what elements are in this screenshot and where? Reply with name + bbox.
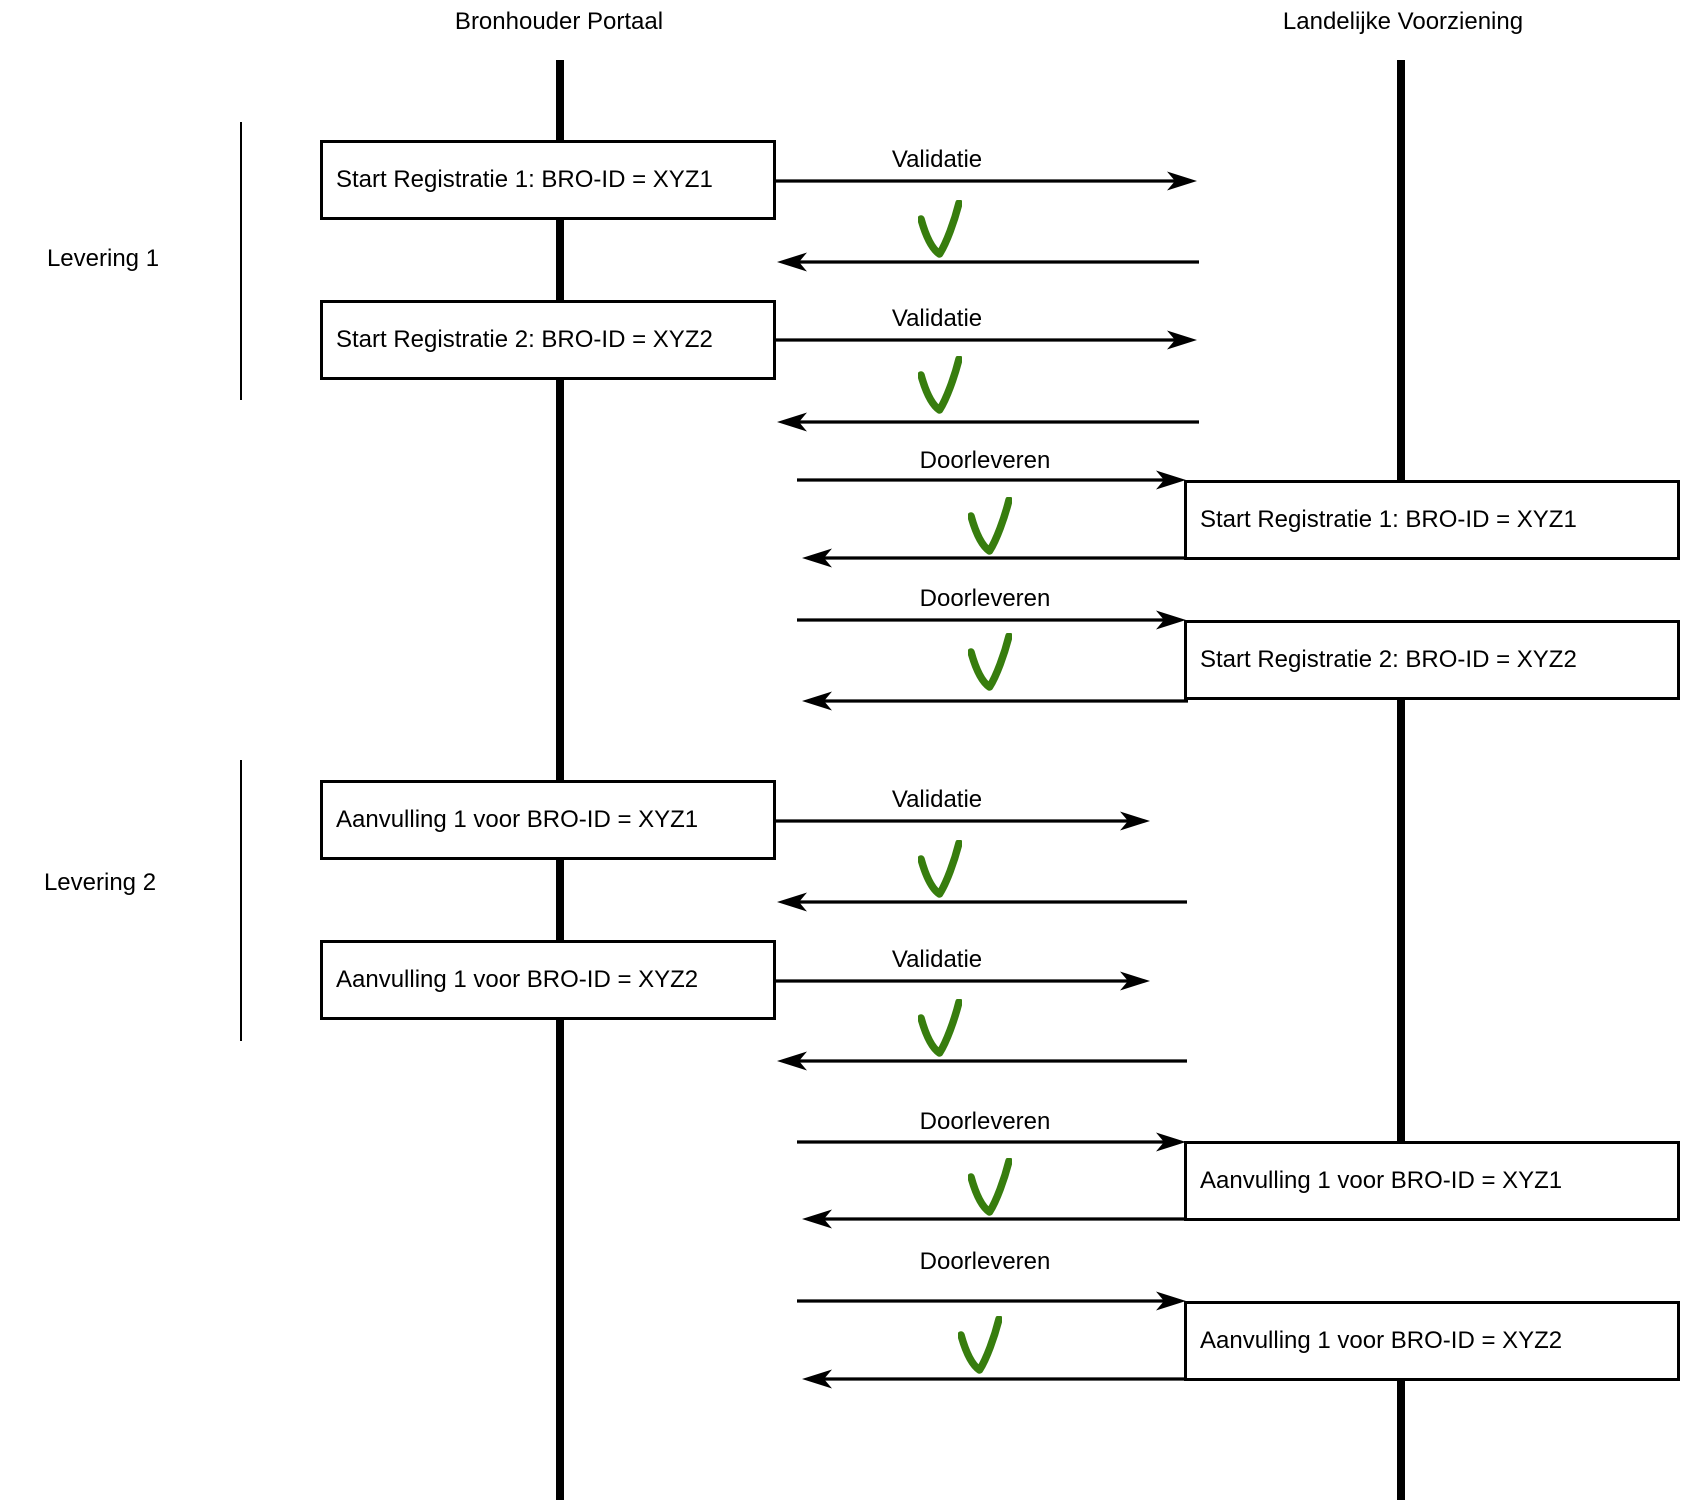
validatie-response-arrow-3 (777, 892, 1187, 912)
green-check-icon (968, 497, 1012, 555)
green-check-icon (918, 200, 962, 258)
validatie-response-arrow-1 (777, 252, 1199, 272)
green-check-icon (918, 840, 962, 898)
message-box-lv-start-registratie-1: Start Registratie 1: BRO-ID = XYZ1 (1184, 480, 1680, 560)
doorleveren-arrow-4 (797, 1291, 1186, 1311)
validatie-arrow-3 (774, 811, 1150, 831)
arrow-label-validatie-3: Validatie (891, 786, 983, 813)
group-label-levering-1: Levering 1 (46, 245, 160, 272)
validatie-arrow-2 (774, 330, 1197, 350)
arrow-label-doorleveren-4: Doorleveren (919, 1248, 1051, 1275)
doorleveren-response-arrow-3 (802, 1209, 1188, 1229)
message-box-lv-aanvulling-xyz1: Aanvulling 1 voor BRO-ID = XYZ1 (1184, 1141, 1680, 1221)
lifeline-landelijke-voorziening-segment-2 (1397, 700, 1405, 1141)
message-box-lv-aanvulling-xyz2: Aanvulling 1 voor BRO-ID = XYZ2 (1184, 1301, 1680, 1381)
lane-header-bronhouder-portaal: Bronhouder Portaal (454, 8, 664, 35)
validatie-response-arrow-2 (777, 412, 1199, 432)
doorleveren-arrow-2 (797, 610, 1186, 630)
validatie-arrow-1 (774, 171, 1197, 191)
validatie-response-arrow-4 (777, 1051, 1187, 1071)
green-check-icon (958, 1316, 1002, 1374)
green-check-icon (918, 999, 962, 1057)
lifeline-landelijke-voorziening-segment-1 (1397, 60, 1405, 480)
lifeline-landelijke-voorziening-segment-3 (1397, 1381, 1405, 1500)
lane-header-landelijke-voorziening: Landelijke Voorziening (1282, 8, 1524, 35)
message-box-start-registratie-2: Start Registratie 2: BRO-ID = XYZ2 (320, 300, 776, 380)
group-label-levering-2: Levering 2 (43, 869, 157, 896)
green-check-icon (968, 633, 1012, 691)
arrow-label-doorleveren-1: Doorleveren (919, 447, 1051, 474)
arrow-label-validatie-1: Validatie (891, 146, 983, 173)
group-bracket-levering-1 (240, 122, 242, 400)
green-check-icon (918, 356, 962, 414)
doorleveren-response-arrow-2 (802, 691, 1188, 711)
message-box-aanvulling-xyz2: Aanvulling 1 voor BRO-ID = XYZ2 (320, 940, 776, 1020)
green-check-icon (968, 1158, 1012, 1216)
validatie-arrow-4 (774, 971, 1150, 991)
doorleveren-arrow-1 (797, 470, 1186, 490)
message-box-start-registratie-1: Start Registratie 1: BRO-ID = XYZ1 (320, 140, 776, 220)
group-bracket-levering-2 (240, 760, 242, 1041)
arrow-label-doorleveren-3: Doorleveren (919, 1108, 1051, 1135)
arrow-label-validatie-4: Validatie (891, 946, 983, 973)
arrow-label-validatie-2: Validatie (891, 305, 983, 332)
doorleveren-response-arrow-4 (802, 1369, 1188, 1389)
message-box-aanvulling-xyz1: Aanvulling 1 voor BRO-ID = XYZ1 (320, 780, 776, 860)
arrow-label-doorleveren-2: Doorleveren (919, 585, 1051, 612)
doorleveren-arrow-3 (797, 1132, 1186, 1152)
doorleveren-response-arrow-1 (802, 548, 1188, 568)
message-box-lv-start-registratie-2: Start Registratie 2: BRO-ID = XYZ2 (1184, 620, 1680, 700)
